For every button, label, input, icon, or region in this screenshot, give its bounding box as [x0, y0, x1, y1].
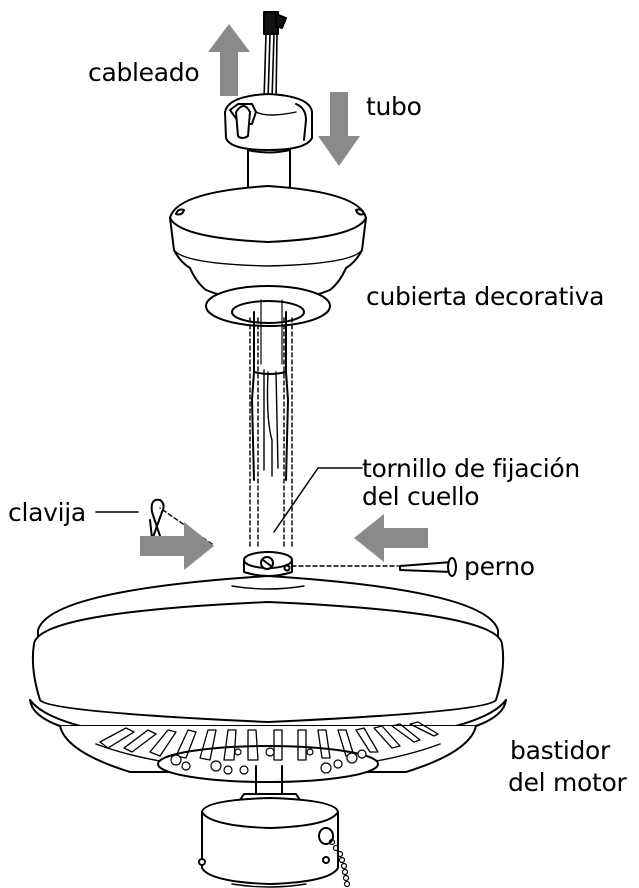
arrow-down-icon [318, 92, 360, 166]
collar-screw-leader [273, 467, 363, 533]
label-canopy: cubierta decorativa [366, 282, 605, 311]
canopy [169, 185, 367, 327]
label-collar-screw-2: del cuello [362, 482, 480, 511]
label-pin: perno [464, 552, 535, 581]
label-motor-1: bastidor [510, 736, 611, 765]
hanger-ball [224, 93, 313, 151]
motor-screws [170, 747, 367, 775]
pull-chain [328, 838, 351, 888]
switch-housing [198, 765, 339, 888]
wiring-connector [263, 11, 287, 101]
label-motor-2: del motor [508, 768, 627, 797]
arrow-right-icon [140, 522, 214, 570]
label-tube: tubo [366, 92, 422, 121]
arrow-left-icon [354, 514, 428, 562]
dashed-guides [159, 317, 399, 567]
label-collar-screw-1: tornillo de fijación [362, 454, 580, 483]
downrod [251, 299, 289, 481]
arrow-up-icon [208, 24, 250, 96]
pin-bolt [399, 557, 457, 577]
clip-pin [95, 498, 165, 541]
label-wiring: cableado [88, 58, 200, 87]
label-clip: clavija [8, 498, 86, 527]
motor-collar [243, 551, 293, 577]
